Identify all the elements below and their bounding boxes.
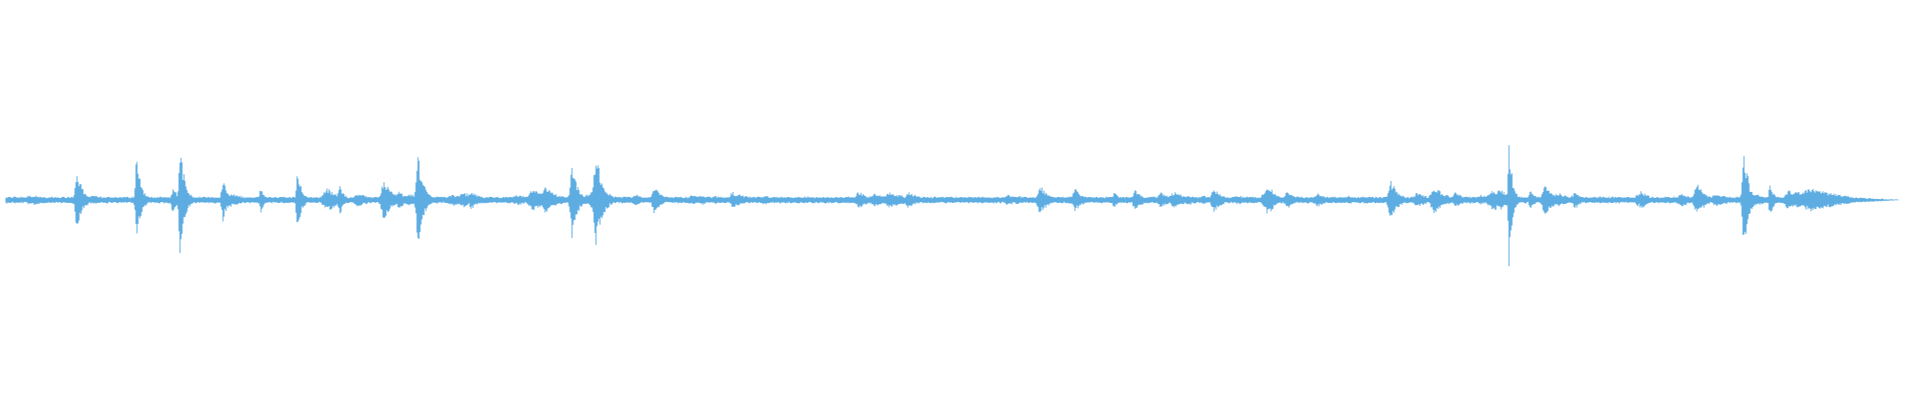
waveform-trace <box>5 145 1898 267</box>
